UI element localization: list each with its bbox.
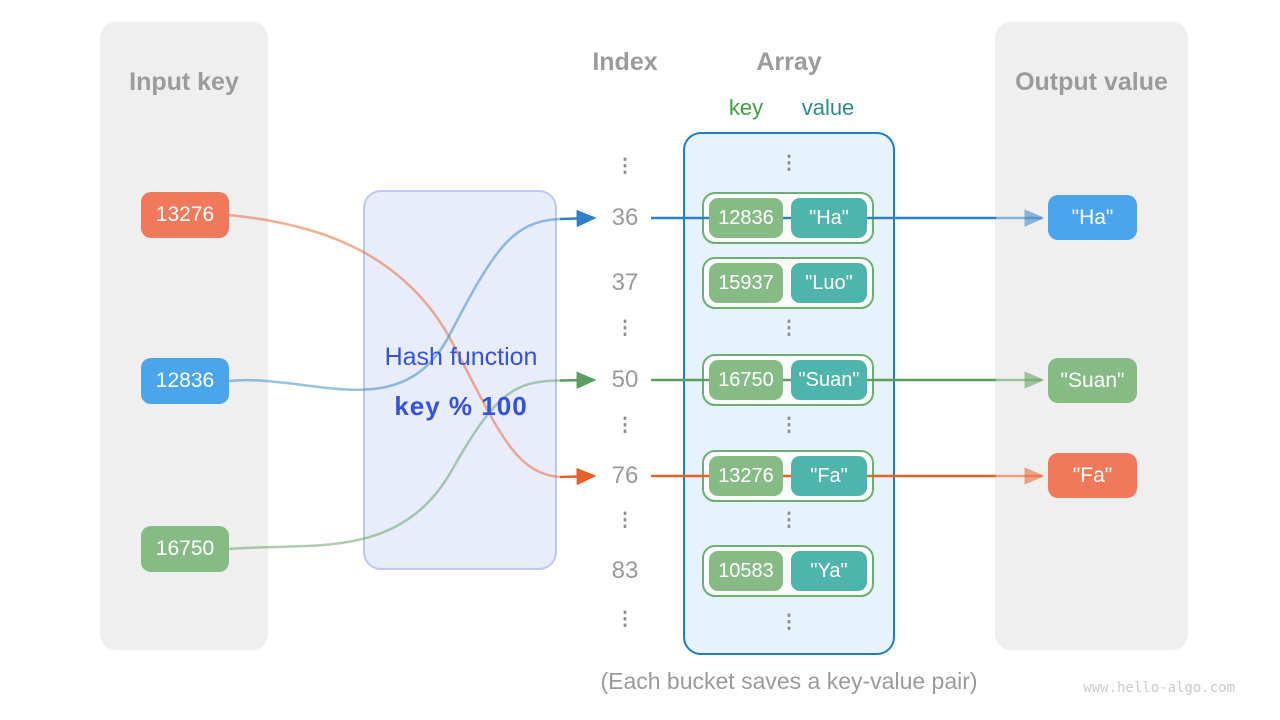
array-column-header: Array [756,48,822,76]
output-value-panel: Output value [995,22,1188,650]
output-value-fa: "Fa" [1048,453,1137,498]
output-value-suan: "Suan" [1048,358,1137,403]
output-value-title: Output value [1015,68,1168,96]
index-ellipsis: ⋮ [615,415,635,436]
index-37: 37 [611,269,639,296]
bucket-76-key: 13276 [709,456,783,496]
array-ellipsis: ⋮ [779,415,799,436]
index-36: 36 [611,204,639,231]
bucket-37-value: "Luo" [791,263,867,303]
bucket-76-value: "Fa" [791,456,867,496]
input-key-16750: 16750 [141,526,229,572]
index-ellipsis: ⋮ [615,318,635,339]
array-value-header: value [801,95,855,120]
bucket-37-key: 15937 [709,263,783,303]
hash-function-label: Hash function [384,343,538,371]
array-ellipsis: ⋮ [779,510,799,531]
array-key-header: key [728,95,764,120]
diagram-caption: (Each bucket saves a key-value pair) [600,668,978,694]
index-83: 83 [611,557,639,584]
arrow-hash-to-36 [559,209,597,228]
arrow-hash-to-50 [559,371,597,390]
bucket-36-value: "Ha" [791,198,867,238]
input-key-title: Input key [129,68,239,96]
bucket-36-key: 12836 [709,198,783,238]
array-ellipsis: ⋮ [779,318,799,339]
index-column-header: Index [592,48,658,76]
site-watermark: www.hello-algo.com [1083,680,1235,696]
bucket-50-key: 16750 [709,360,783,400]
output-value-ha: "Ha" [1048,195,1137,240]
index-76: 76 [611,462,639,489]
index-50: 50 [611,366,639,393]
index-ellipsis: ⋮ [615,609,635,630]
input-key-13276: 13276 [141,192,229,238]
index-ellipsis: ⋮ [615,510,635,531]
array-ellipsis: ⋮ [779,153,799,174]
array-ellipsis: ⋮ [779,612,799,633]
bucket-50-value: "Suan" [791,360,867,400]
bucket-83-value: "Ya" [791,551,867,591]
bucket-83-key: 10583 [709,551,783,591]
index-ellipsis: ⋮ [615,156,635,177]
input-key-12836: 12836 [141,358,229,404]
hash-function-box [363,190,557,570]
hash-function-formula: key % 100 [394,391,528,421]
arrow-hash-to-76 [559,467,597,486]
